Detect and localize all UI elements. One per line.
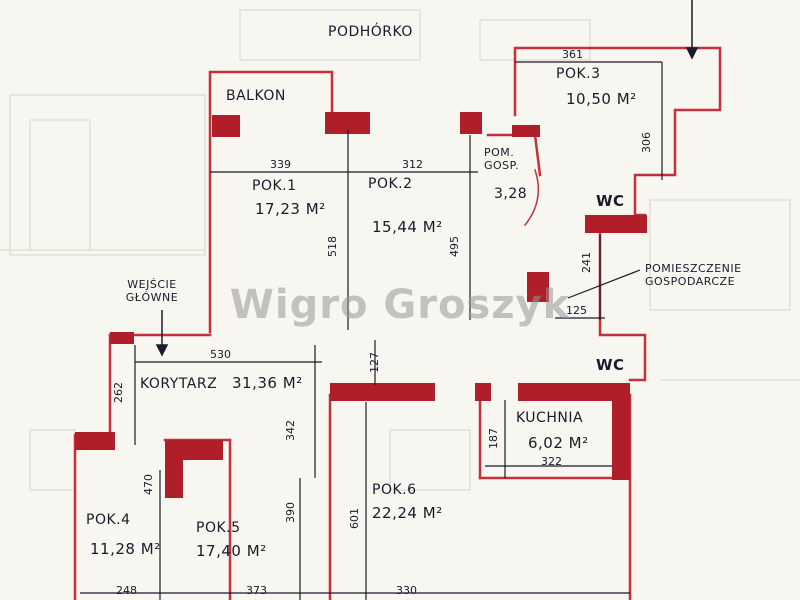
dim-601: 601 [348,508,361,529]
dim-518: 518 [326,236,339,257]
block-pok2-right [460,112,482,134]
block-balcony-left [212,115,240,137]
pok3-name: POK.3 [556,66,601,82]
block-wc-upper [585,215,647,233]
dim-342: 342 [284,420,297,441]
kuchnia-area: 6,02 M² [528,434,589,452]
dim-530: 530 [210,348,231,361]
dim-306: 306 [640,132,653,153]
kuchnia-name: KUCHNIA [516,410,584,426]
pomieszczenie-label: POMIESZCZENIE GOSPODARCZE [645,262,742,288]
korytarz-name: KORYTARZ [140,376,218,392]
pok2-area: 15,44 M² [372,218,443,236]
block-kitchen-right [612,383,630,480]
block-pok4-top [75,432,115,450]
top-arrow [685,0,699,60]
pom-gosp-name: POM. GOSP. [484,146,520,172]
block-pom-gosp [512,125,540,137]
block-pok6-top [330,383,435,401]
block-kitchen-left [475,383,491,401]
block-entrance [110,332,134,344]
pok2-name: POK.2 [368,176,413,192]
street-label: PODHÓRKO [328,24,413,40]
dim-248: 248 [116,584,137,597]
background-sketch [0,9,800,491]
wc-lower-label: WC [596,356,625,374]
dim-187: 187 [487,428,500,449]
dim-390: 390 [284,502,297,523]
block-kitchen-top [518,383,630,401]
wall-upper-right-outline [513,46,722,217]
dim-373: 373 [246,584,267,597]
entrance-arrow [155,310,169,357]
pointer-line [567,269,641,299]
pom-gosp-area: 3,28 [494,186,528,202]
dim-495: 495 [448,236,461,257]
wall-door-arc [523,169,540,227]
pok4-name: POK.4 [86,512,131,528]
block-pom-left [527,272,549,302]
dim-361: 361 [562,48,583,61]
pok5-name: POK.5 [196,520,241,536]
wall-left-outline [73,333,112,600]
block-balcony-right [325,112,370,134]
pok4-area: 11,28 M² [90,540,161,558]
dim-262: 262 [112,382,125,403]
wc-upper-label: WC [596,192,625,210]
watermark: Wigro Groszyk [229,282,571,328]
pok6-name: POK.6 [372,482,417,498]
block-pok5-left [165,440,183,498]
dim-127: 127 [368,352,381,373]
pok1-area: 17,23 M² [255,200,326,218]
pok1-name: POK.1 [252,178,297,194]
wall-balcony-outline [208,70,334,334]
dim-330: 330 [396,584,417,597]
dimension-lines [80,61,663,600]
pok6-area: 22,24 M² [372,504,443,522]
dim-322: 322 [541,455,562,468]
dim-312: 312 [402,158,423,171]
entrance-label: WEJŚCIE GŁÓWNE [125,278,179,304]
balkon-label: BALKON [226,88,286,104]
dim-125: 125 [566,304,587,317]
korytarz-area: 31,36 M² [232,374,303,392]
dim-241: 241 [580,252,593,273]
pok5-area: 17,40 M² [196,542,267,560]
pok3-area: 10,50 M² [566,90,637,108]
dim-470: 470 [142,474,155,495]
dim-339: 339 [270,158,291,171]
wall-blocks [75,112,647,498]
